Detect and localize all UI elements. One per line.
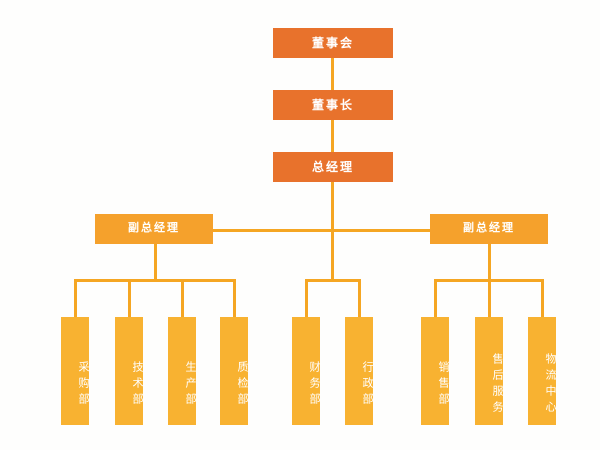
node-label: 销售部 (437, 361, 449, 409)
node-label: 财务部 (308, 361, 320, 409)
connector-right-group-drop-2 (488, 279, 491, 317)
node-department-logistics-center[interactable]: 物流中心 (528, 317, 556, 425)
node-department-quality-inspection[interactable]: 质检部 (220, 317, 248, 425)
connector-left-group-drop-4 (233, 279, 236, 317)
connector-left-group-drop-1 (74, 279, 77, 317)
node-department-finance[interactable]: 财务部 (292, 317, 320, 425)
connector-center-group-bus (305, 279, 361, 282)
node-label: 物流中心 (544, 353, 556, 417)
connector-deputy-left-drop (154, 244, 157, 280)
node-label: 质检部 (236, 361, 248, 409)
connector-center-drop (331, 229, 334, 280)
node-department-after-sales-service[interactable]: 售后服务 (475, 317, 503, 425)
connector-left-group-bus (74, 279, 236, 282)
connector-center-group-drop-1 (305, 279, 308, 317)
node-label: 采购部 (77, 361, 89, 409)
node-label: 董事会 (311, 35, 354, 50)
node-chairman[interactable]: 董事长 (273, 90, 393, 120)
node-label: 行政部 (361, 361, 373, 409)
node-label: 售后服务 (491, 353, 503, 417)
node-label: 生产部 (184, 361, 196, 409)
node-label: 技术部 (131, 361, 143, 409)
connector-chairman-to-gm (331, 120, 334, 152)
connector-center-group-drop-2 (358, 279, 361, 317)
node-label: 副总经理 (128, 222, 180, 235)
node-general-manager[interactable]: 总经理 (273, 152, 393, 182)
node-department-sales[interactable]: 销售部 (421, 317, 449, 425)
node-label: 副总经理 (463, 222, 515, 235)
node-department-purchasing[interactable]: 采购部 (61, 317, 89, 425)
connector-right-group-drop-1 (434, 279, 437, 317)
connector-left-group-drop-2 (128, 279, 131, 317)
connector-right-group-drop-3 (541, 279, 544, 317)
node-deputy-general-manager-right[interactable]: 副总经理 (430, 214, 548, 244)
node-deputy-general-manager-left[interactable]: 副总经理 (95, 214, 213, 244)
node-label: 董事长 (311, 97, 354, 112)
node-department-production[interactable]: 生产部 (168, 317, 196, 425)
connector-board-to-chairman (331, 58, 334, 90)
node-department-technology[interactable]: 技术部 (115, 317, 143, 425)
node-board-of-directors[interactable]: 董事会 (273, 28, 393, 58)
connector-gm-to-deputy-bus (331, 182, 334, 231)
connector-deputy-right-drop (488, 244, 491, 280)
node-department-administration[interactable]: 行政部 (345, 317, 373, 425)
node-label: 总经理 (311, 159, 354, 174)
connector-left-group-drop-3 (181, 279, 184, 317)
